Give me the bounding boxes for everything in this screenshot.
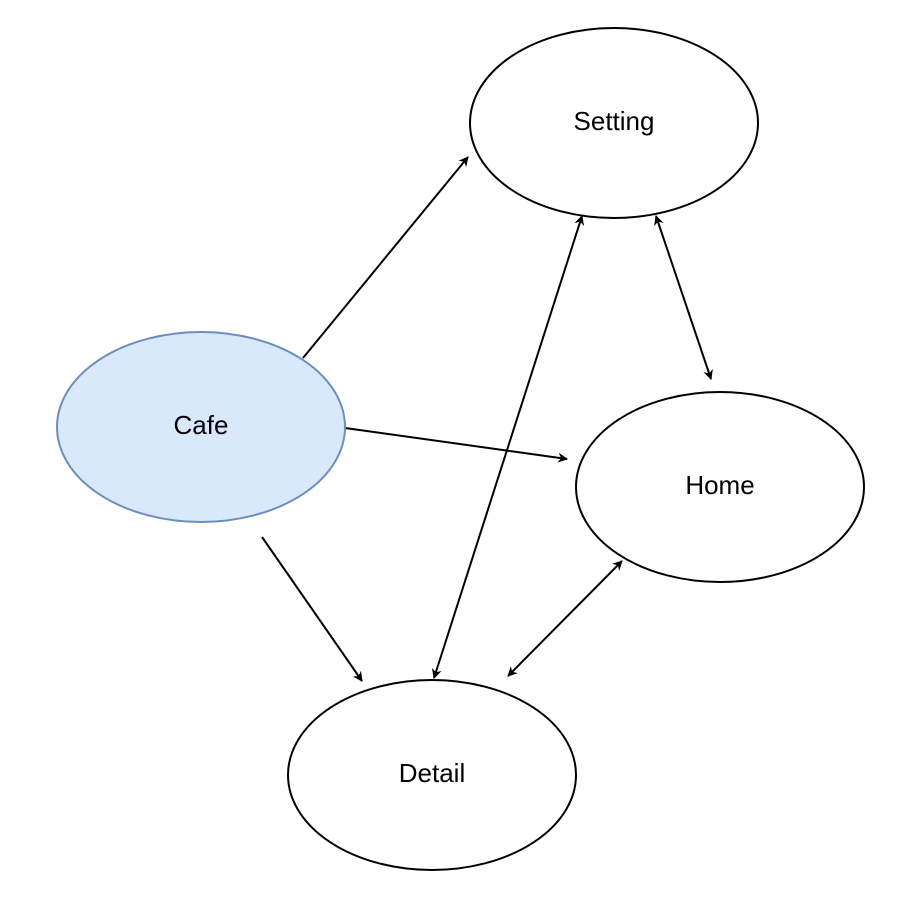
edge-home-detail [507, 560, 623, 677]
node-home[interactable]: Home [575, 391, 865, 583]
node-setting-shape [469, 27, 759, 219]
edge-cafe-to-detail [261, 536, 363, 682]
edge-cafe-to-setting [302, 156, 469, 359]
node-detail[interactable]: Detail [287, 679, 577, 871]
edge-setting-detail [431, 215, 585, 679]
edge-cafe-to-home [344, 427, 568, 463]
node-cafe-shape [56, 331, 346, 523]
node-cafe-label: Cafe [174, 410, 229, 440]
node-setting-label: Setting [574, 106, 655, 136]
node-detail-shape [287, 679, 577, 871]
edges [261, 156, 713, 682]
node-home-shape [575, 391, 865, 583]
node-home-label: Home [685, 470, 754, 500]
edge-setting-home [654, 215, 713, 380]
node-detail-label: Detail [399, 758, 465, 788]
node-setting[interactable]: Setting [469, 27, 759, 219]
node-cafe[interactable]: Cafe [56, 331, 346, 523]
nodes: Setting Cafe Home Detail [56, 27, 865, 871]
